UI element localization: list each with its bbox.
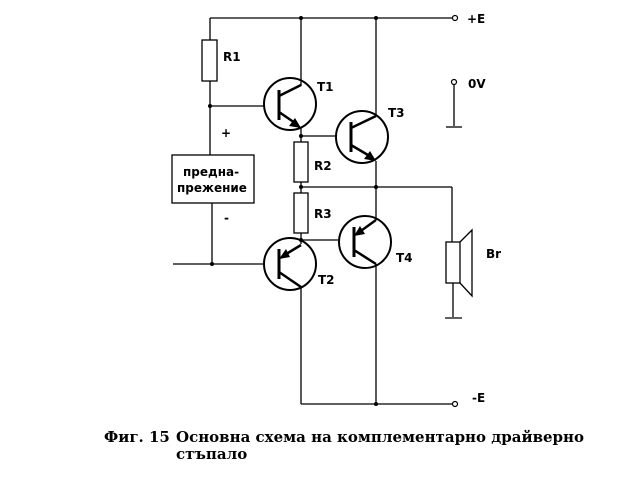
negative-terminal [451, 400, 459, 408]
negative-terminal-label: -E [472, 391, 485, 405]
transistor-t4-label: T4 [396, 251, 413, 265]
junction-dot [374, 16, 378, 20]
resistor-r3 [293, 192, 309, 234]
transistor-t3-label: T3 [388, 106, 405, 120]
resistor-r3-label: R3 [314, 207, 332, 221]
ground-terminal [450, 78, 458, 86]
speaker-icon [445, 228, 473, 298]
junction-dot [299, 16, 303, 20]
resistor-r2 [293, 141, 309, 183]
bias-block-label-line2: прежение [177, 181, 247, 195]
bias-block-label-line1: предна- [183, 165, 239, 179]
transistor-t1-label: T1 [317, 80, 334, 94]
transistor-t2 [263, 237, 317, 291]
speaker-label: Br [486, 247, 501, 261]
resistor-r1 [201, 39, 218, 82]
transistor-t2-label: T2 [318, 273, 335, 287]
junction-dot [210, 262, 214, 266]
transistor-t3 [335, 110, 389, 164]
bias-block [171, 154, 255, 204]
bias-minus-label: - [224, 211, 229, 225]
transistor-t1 [263, 77, 317, 131]
resistor-r2-label: R2 [314, 159, 332, 173]
junction-dot [374, 402, 378, 406]
positive-terminal [451, 14, 459, 22]
ground-terminal-label: 0V [468, 77, 486, 91]
positive-terminal-label: +E [467, 12, 485, 26]
transistor-t4 [338, 215, 392, 269]
caption-figure-number: Фиг. 15 [104, 428, 170, 446]
caption-line1: Основна схема на комплементарно драйверн… [176, 428, 585, 446]
caption-line2: стъпало [176, 445, 248, 463]
bias-plus-label: + [221, 126, 231, 140]
resistor-r1-label: R1 [223, 50, 241, 64]
